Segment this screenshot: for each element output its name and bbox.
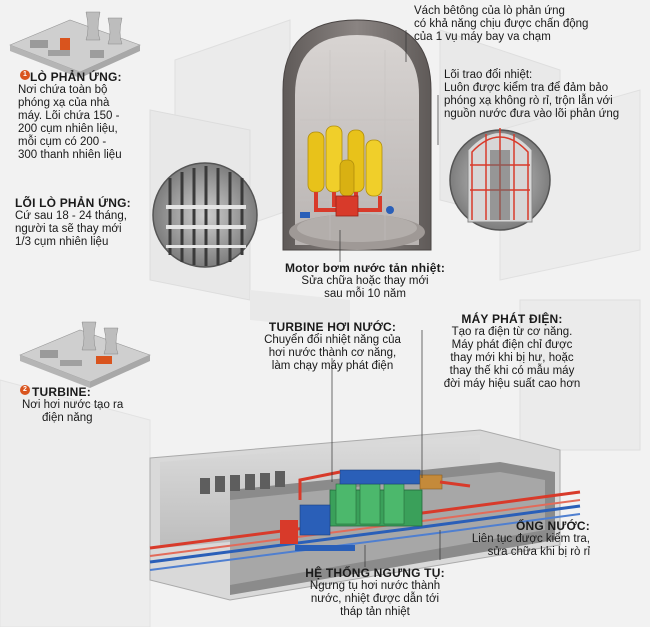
reactor-body-5: mỗi cụm có 200 -: [18, 136, 107, 148]
pump-motor-label: Motor bơm nước tản nhiệt: Sửa chữa hoặc …: [265, 262, 465, 301]
generator-body-4: thay thế khi có mẫu máy: [449, 365, 575, 377]
reactor-vessels: [300, 125, 394, 218]
heat-exchanger-body-1: Luôn được kiểm tra để đảm bảo: [444, 82, 609, 94]
turbine-label: TURBINE: Nơi hơi nước tạo ra điện năng: [22, 386, 162, 425]
heat-exchanger-label: Lõi trao đổi nhiệt: Luôn được kiểm tra đ…: [444, 69, 649, 121]
generator-body-5: đời máy hiệu suất cao hơn: [443, 378, 581, 390]
concrete-wall-label: Vách bêtông của lò phản ứng có khả năng …: [414, 5, 644, 44]
reactor-body-4: 200 cụm nhiên liệu,: [18, 123, 118, 135]
heat-exchanger-body-2: phóng xạ không rò rỉ, trộn lẫn với: [444, 95, 613, 107]
pipes-label: ỐNG NƯỚC: Liên tục được kiểm tra, sửa ch…: [430, 520, 590, 559]
section-1-badge: 1: [20, 70, 30, 80]
turbine-body-2: điện năng: [42, 412, 93, 424]
heat-exchanger-inset: [449, 128, 551, 231]
plant-thumbnail-1: [9, 11, 141, 78]
core-body-1: Cứ sau 18 - 24 tháng,: [15, 210, 127, 222]
condenser-body-1: Ngưng tụ hơi nước thành: [309, 580, 441, 592]
concrete-wall-body-3: của 1 vụ máy bay va chạm: [414, 31, 551, 43]
steam-turbine-label: TURBINE HƠI NƯỚC: Chuyển đổi nhiệt năng …: [245, 321, 420, 373]
generator-body-3: thay mới khi bị hư, hoặc: [450, 352, 574, 364]
reactor-body-6: 300 thanh nhiên liệu: [18, 149, 122, 161]
section-2-badge: 2: [20, 385, 30, 395]
pipes-body-1: Liên tục được kiểm tra,: [471, 533, 590, 545]
generator-title: MÁY PHÁT ĐIỆN:: [461, 312, 563, 326]
condenser-body-2: nước, nhiệt được dẫn tới: [310, 593, 440, 605]
pump-motor-body-1: Sửa chữa hoặc thay mới: [301, 275, 429, 287]
core-label: LÕI LÒ PHẢN ỨNG: Cứ sau 18 - 24 tháng, n…: [15, 197, 155, 249]
pointer-lines: [331, 30, 441, 567]
core-title: LÕI LÒ PHẢN ỨNG:: [15, 196, 131, 210]
core-body-2: người ta sẽ thay mới: [15, 223, 122, 235]
reactor-body-2: phóng xạ của nhà: [18, 97, 110, 109]
pump-motor-title: Motor bơm nước tản nhiệt:: [284, 261, 446, 275]
concrete-wall-body-2: có khả năng chịu được chấn động: [414, 18, 589, 30]
generator-body-1: Tạo ra điện từ cơ năng.: [451, 326, 573, 338]
plant-thumbnail-2: [19, 321, 151, 388]
pump-motor-body-2: sau mỗi 10 năm: [324, 288, 406, 300]
concrete-wall-body-1: Vách bêtông của lò phản ứng: [414, 5, 565, 17]
steam-turbine-body-1: Chuyển đổi nhiệt năng của: [264, 334, 401, 346]
pipes-body-2: sửa chữa khi bị rò rỉ: [487, 546, 590, 558]
core-body-3: 1/3 cụm nhiên liệu: [15, 236, 109, 248]
turbine-title: TURBINE:: [32, 385, 91, 399]
condenser-title: HỆ THỐNG NGƯNG TỤ:: [305, 566, 445, 580]
fuel-core-inset: [152, 162, 258, 268]
steam-turbine-title: TURBINE HƠI NƯỚC:: [268, 320, 397, 334]
turbine-machinery: [280, 469, 471, 551]
pipes-title: ỐNG NƯỚC:: [516, 519, 590, 533]
steam-turbine-body-3: làm chạy máy phát điện: [271, 360, 394, 372]
reactor-title: LÒ PHẢN ỨNG:: [30, 70, 122, 84]
reactor-body-3: máy. Lõi chứa 150 -: [18, 110, 120, 122]
reactor-label: LÒ PHẢN ỨNG: Nơi chứa toàn bộ phóng xạ c…: [18, 71, 178, 162]
steam-turbine-body-2: hơi nước thành cơ năng,: [268, 347, 397, 359]
turbine-body-1: Nơi hơi nước tạo ra: [22, 399, 124, 411]
heat-exchanger-body-3: nguồn nước đưa vào lõi phản ứng: [444, 108, 620, 120]
heat-exchanger-title: Lõi trao đổi nhiệt:: [444, 69, 533, 81]
condenser-label: HỆ THỐNG NGƯNG TỤ: Ngưng tụ hơi nước thà…: [300, 567, 450, 619]
reactor-body-1: Nơi chứa toàn bộ: [18, 84, 108, 96]
condenser-body-3: tháp tản nhiệt: [340, 606, 410, 618]
generator-body-2: Máy phát điện chỉ được: [451, 339, 573, 351]
generator-label: MÁY PHÁT ĐIỆN: Tạo ra điện từ cơ năng. M…: [432, 313, 592, 391]
